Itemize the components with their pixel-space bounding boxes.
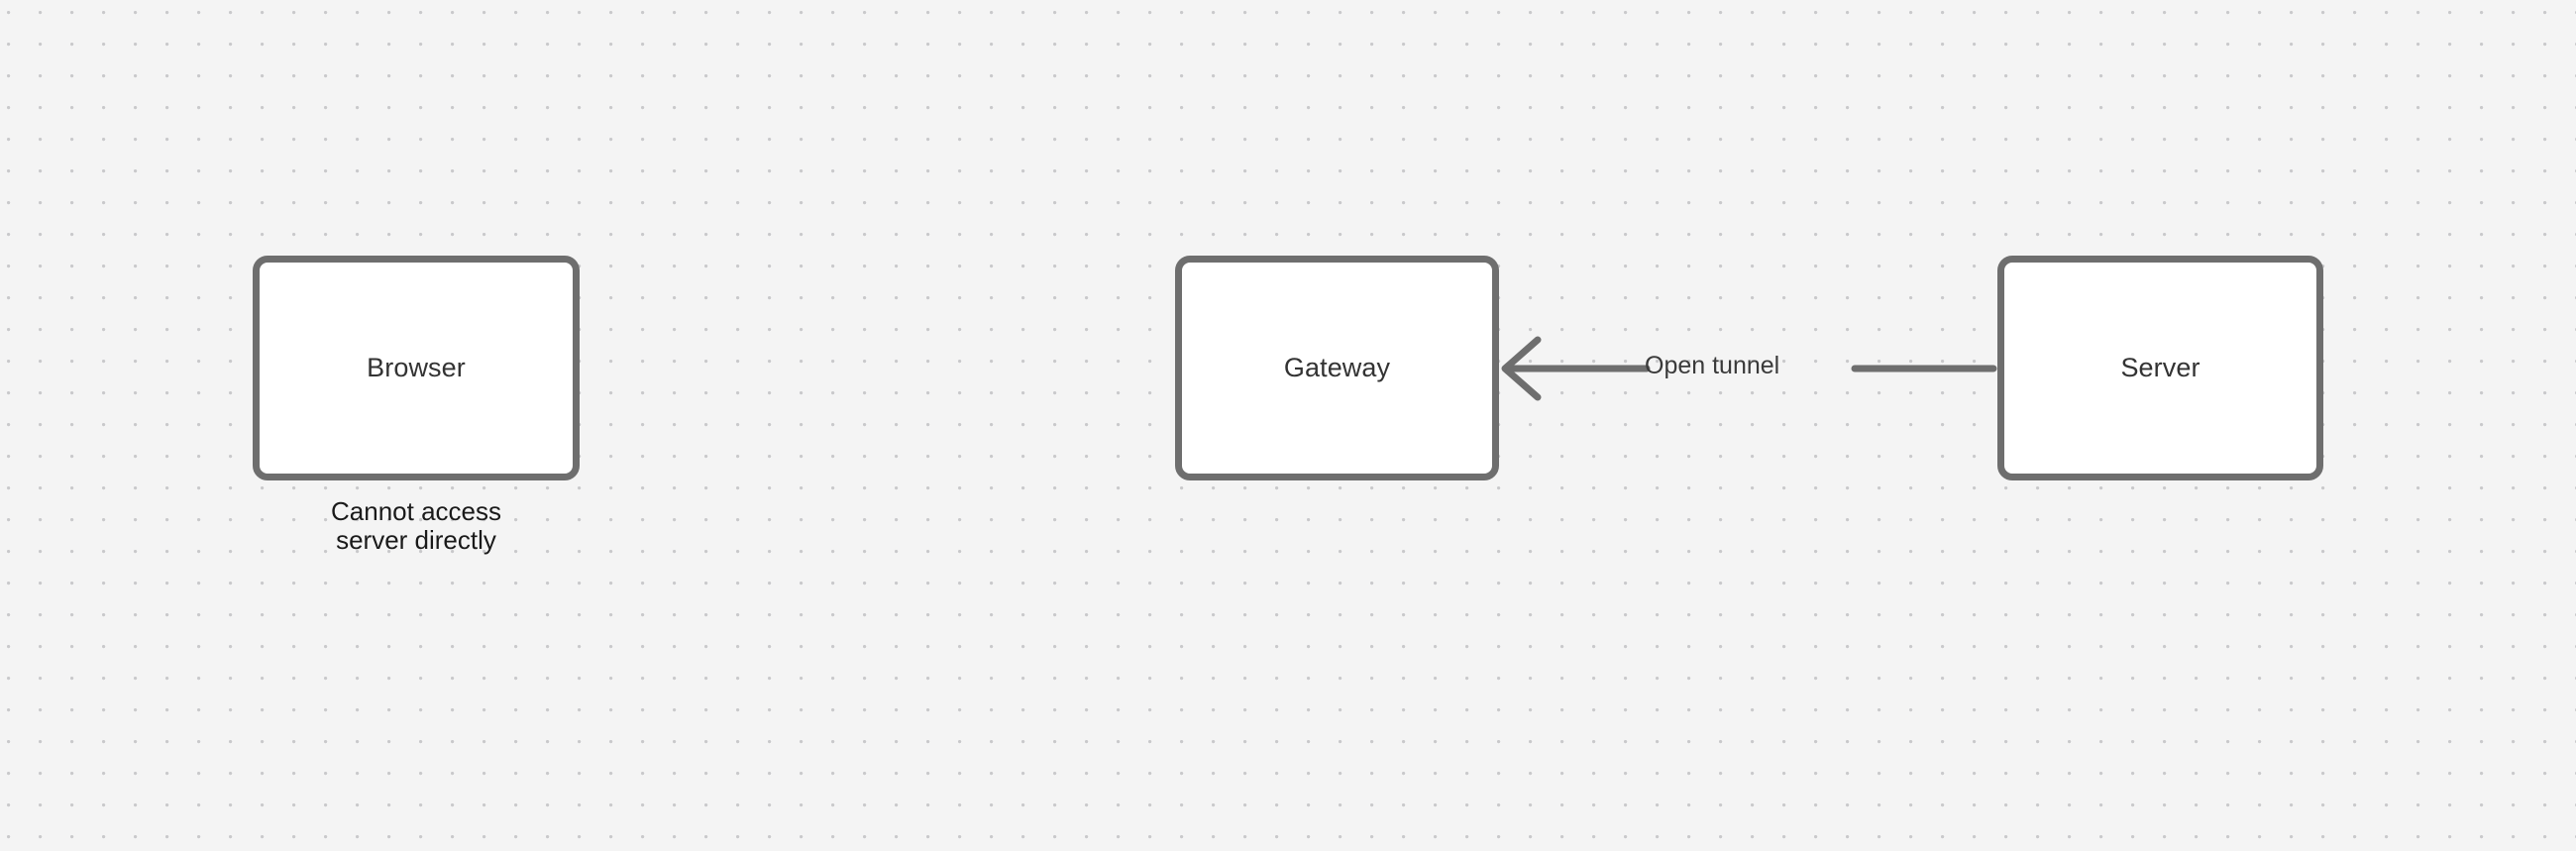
node-server[interactable]: Server	[1997, 256, 2323, 480]
node-gateway-label: Gateway	[1283, 353, 1391, 382]
browser-caption: Cannot access server directly	[253, 497, 580, 555]
edge-line-graphic	[1501, 336, 1997, 401]
edge-server-to-gateway[interactable]	[1486, 327, 2011, 411]
node-browser[interactable]: Browser	[253, 256, 580, 480]
edge-open-tunnel-label: Open tunnel	[1645, 352, 1780, 379]
node-server-label: Server	[2120, 353, 2200, 382]
browser-caption-line-1: Cannot access	[331, 496, 501, 526]
node-gateway[interactable]: Gateway	[1175, 256, 1499, 480]
browser-caption-line-2: server directly	[336, 525, 496, 555]
node-browser-label: Browser	[367, 353, 466, 382]
arrowhead-left-icon	[1501, 336, 1542, 401]
